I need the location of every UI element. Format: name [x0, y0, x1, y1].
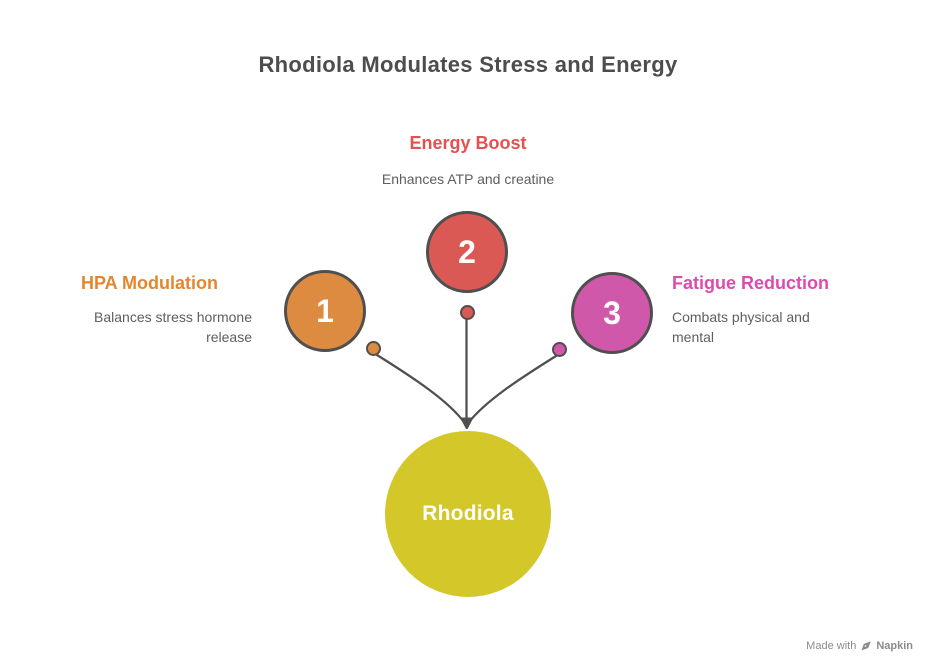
- node-number-2: 2: [458, 233, 476, 270]
- branch-block-fatigue-reduction: Fatigue Reduction Combats physical and m…: [672, 273, 832, 347]
- watermark-prefix: Made with: [806, 640, 857, 652]
- napkin-logo-icon: [860, 640, 872, 652]
- center-node-label: Rhodiola: [422, 502, 514, 525]
- connector-dot-hpa: [366, 341, 381, 356]
- branch-desc-hpa-modulation: Balances stress hormone release: [94, 309, 252, 345]
- branch-desc-fatigue-reduction: Combats physical and mental: [672, 309, 810, 345]
- node-circle-energy: 2: [426, 211, 508, 293]
- connector-dot-energy: [460, 305, 475, 320]
- branch-label-fatigue-reduction: Fatigue Reduction: [672, 273, 829, 293]
- connector-line-fatigue: [467, 354, 558, 424]
- branch-label-energy-boost: Energy Boost: [409, 133, 527, 153]
- napkin-watermark: Made with Napkin: [806, 640, 913, 652]
- page-title: Rhodiola Modulates Stress and Energy: [258, 52, 678, 77]
- connector-line-hpa: [375, 353, 466, 424]
- node-number-3: 3: [603, 294, 621, 331]
- connector-dot-fatigue: [552, 342, 567, 357]
- node-number-1: 1: [316, 292, 334, 329]
- branch-desc-energy-boost: Enhances ATP and creatine: [381, 171, 555, 187]
- watermark-brand: Napkin: [876, 640, 913, 652]
- branch-label-hpa-modulation: HPA Modulation: [81, 273, 218, 293]
- branch-block-hpa-modulation: HPA Modulation Balances stress hormone r…: [77, 273, 252, 347]
- center-node-rhodiola: Rhodiola: [383, 429, 553, 599]
- node-circle-hpa: 1: [284, 270, 366, 352]
- node-circle-fatigue: 3: [571, 272, 653, 354]
